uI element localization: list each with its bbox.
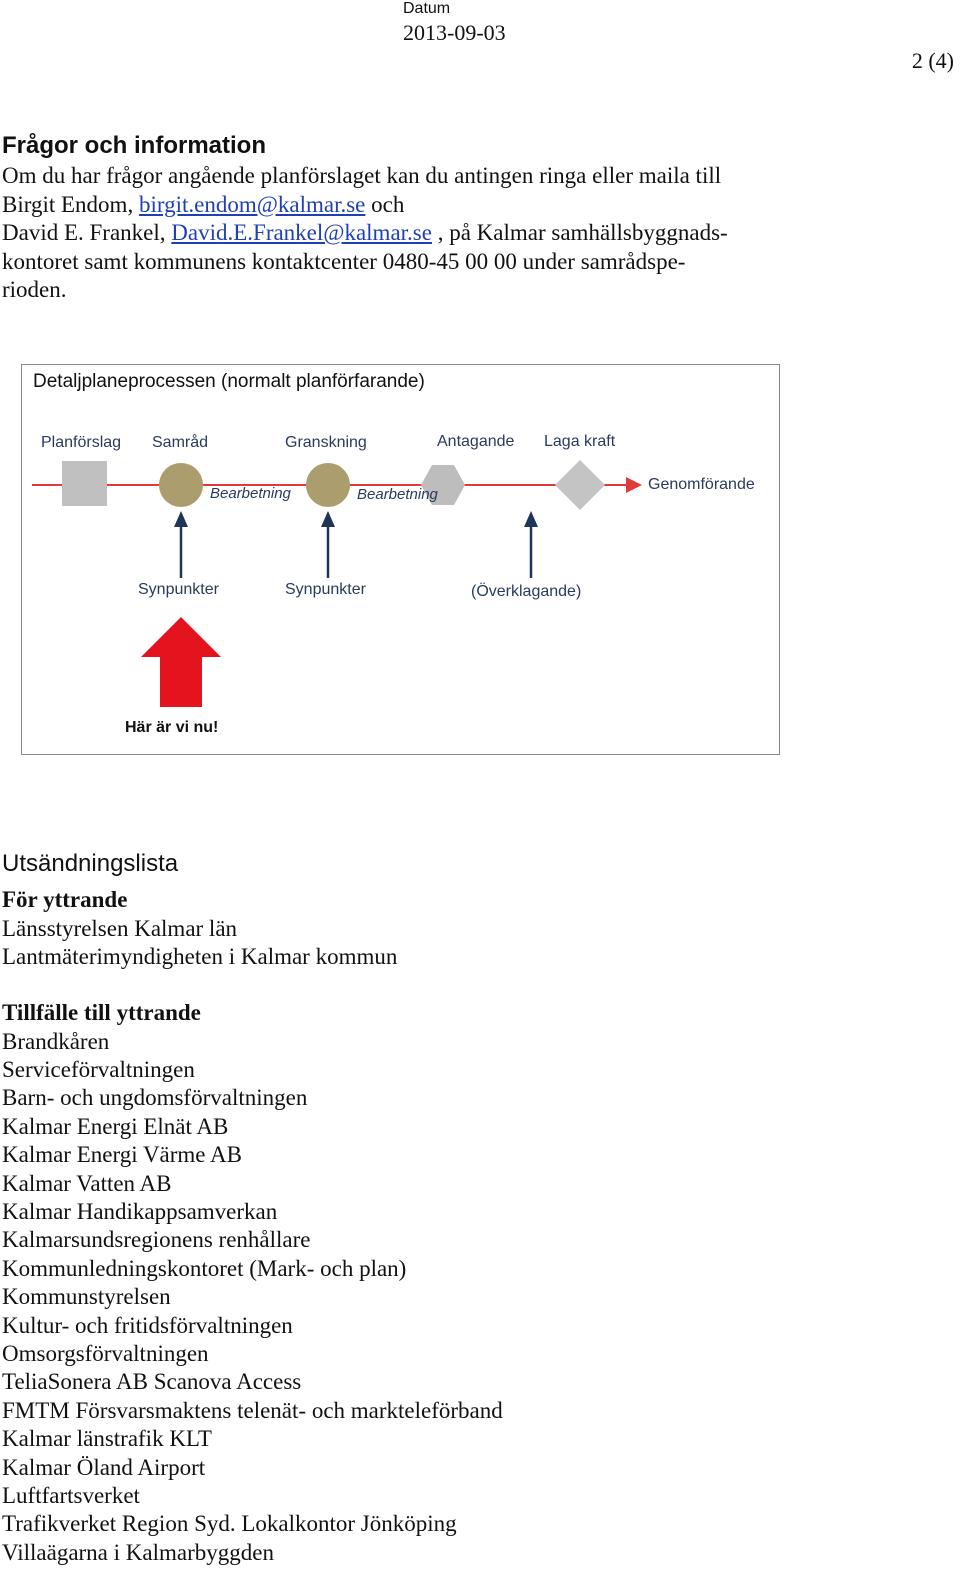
info-text: och (365, 191, 405, 217)
stage-diamond-laga-kraft (555, 460, 605, 510)
input-label-synpunkter-1: Synpunkter (138, 581, 220, 598)
recipient-item: Omsorgsförvaltningen (2, 1340, 209, 1366)
info-line: David E. Frankel, David.E.Frankel@kalmar… (2, 219, 802, 248)
recipient-item: Trafikverket Region Syd. Lokalkontor Jön… (2, 1511, 457, 1537)
input-label-synpunkter-2: Synpunkter (285, 581, 367, 598)
stage-square-planforslag (62, 461, 107, 506)
recipient-item: Länsstyrelsen Kalmar län (2, 915, 238, 941)
recipient-item: Kalmar Vatten AB (2, 1170, 172, 1196)
recipient-item: Kalmarsundsregionens renhållare (2, 1227, 311, 1253)
recipient-item: Luftfartsverket (2, 1483, 140, 1508)
info-text: Birgit Endom, (2, 191, 139, 217)
recipient-item: Barn- och ungdomsförvaltningen (2, 1085, 308, 1111)
stage-circle-granskning (306, 463, 350, 507)
process-title: Detaljplaneprocessen (normalt planförfar… (33, 371, 425, 392)
current-position-arrow-icon (141, 617, 221, 707)
info-paragraph: Om du har frågor angående planförslaget … (2, 162, 802, 305)
recipient-item: Kommunstyrelsen (2, 1284, 171, 1310)
date-value: 2013-09-03 (403, 20, 506, 45)
group-title: Tillfälle till yttrande (2, 1000, 201, 1025)
input-arrowhead-samrad (174, 511, 188, 527)
process-diagram: Detaljplaneprocessen (normalt planförfar… (21, 364, 780, 755)
stage-circle-samrad (159, 463, 203, 507)
stage-label-laga-kraft: Laga kraft (544, 433, 616, 450)
end-label-genomforande: Genomförande (648, 476, 755, 493)
page-number: 2 (4) (911, 48, 954, 73)
timeline-arrowhead (626, 477, 642, 493)
stage-label-planforslag: Planförslag (41, 434, 121, 451)
recipient-item: Kalmar Handikappsamverkan (2, 1198, 278, 1224)
recipient-item: FMTM Försvarsmaktens telenät- och markte… (2, 1397, 503, 1423)
stage-hexagon-antagande (421, 465, 465, 505)
info-line: Om du har frågor angående planförslaget … (2, 163, 722, 188)
recipient-item: Serviceförvaltningen (2, 1056, 195, 1082)
info-line: rioden. (2, 277, 67, 302)
distribution-heading: Utsändningslista (2, 850, 179, 877)
stage-label-granskning: Granskning (285, 434, 367, 451)
info-line: Birgit Endom, birgit.endom@kalmar.se och (2, 191, 802, 220)
recipient-item: Kommunledningskontoret (Mark- och plan) (2, 1255, 407, 1281)
recipient-item: Kultur- och fritidsförvaltningen (2, 1312, 293, 1338)
recipient-item: Brandkåren (2, 1028, 110, 1054)
stage-label-samrad: Samråd (152, 433, 208, 451)
recipient-item: Kalmar Öland Airport (2, 1454, 206, 1480)
info-line: kontoret samt kommunens kontaktcenter 04… (2, 248, 686, 274)
input-arrowhead-antagande (524, 511, 538, 527)
input-label-overklagande: (Överklagande) (471, 582, 581, 600)
recipient-item: Lantmäterimyndigheten i Kalmar kommun (2, 943, 398, 969)
email-link-david[interactable]: David.E.Frankel@kalmar.se (171, 220, 432, 245)
info-text: , på Kalmar samhällsbyggnads- (431, 220, 728, 245)
current-position-label: Här är vi nu! (125, 719, 218, 736)
group-title: För yttrande (2, 887, 128, 912)
info-heading: Frågor och information (2, 132, 266, 159)
process-diagram-svg: Detaljplaneprocessen (normalt planförfar… (32, 371, 755, 736)
processing-label-1: Bearbetning (210, 485, 292, 502)
input-arrowhead-granskning (321, 511, 335, 527)
recipient-item: Kalmar Energi Värme AB (2, 1142, 242, 1168)
stage-label-antagande: Antagande (437, 433, 515, 450)
recipient-item: TeliaSonera AB Scanova Access (2, 1369, 302, 1395)
date-label: Datum (403, 0, 451, 17)
recipient-item: Villaägarna i Kalmarbyggden (2, 1539, 274, 1565)
email-link-birgit[interactable]: birgit.endom@kalmar.se (138, 191, 366, 217)
info-text: David E. Frankel, (2, 220, 172, 245)
recipient-item: Kalmar Energi Elnät AB (2, 1113, 229, 1139)
processing-label-2: Bearbetning (357, 486, 439, 503)
recipient-item: Kalmar länstrafik KLT (2, 1426, 212, 1452)
